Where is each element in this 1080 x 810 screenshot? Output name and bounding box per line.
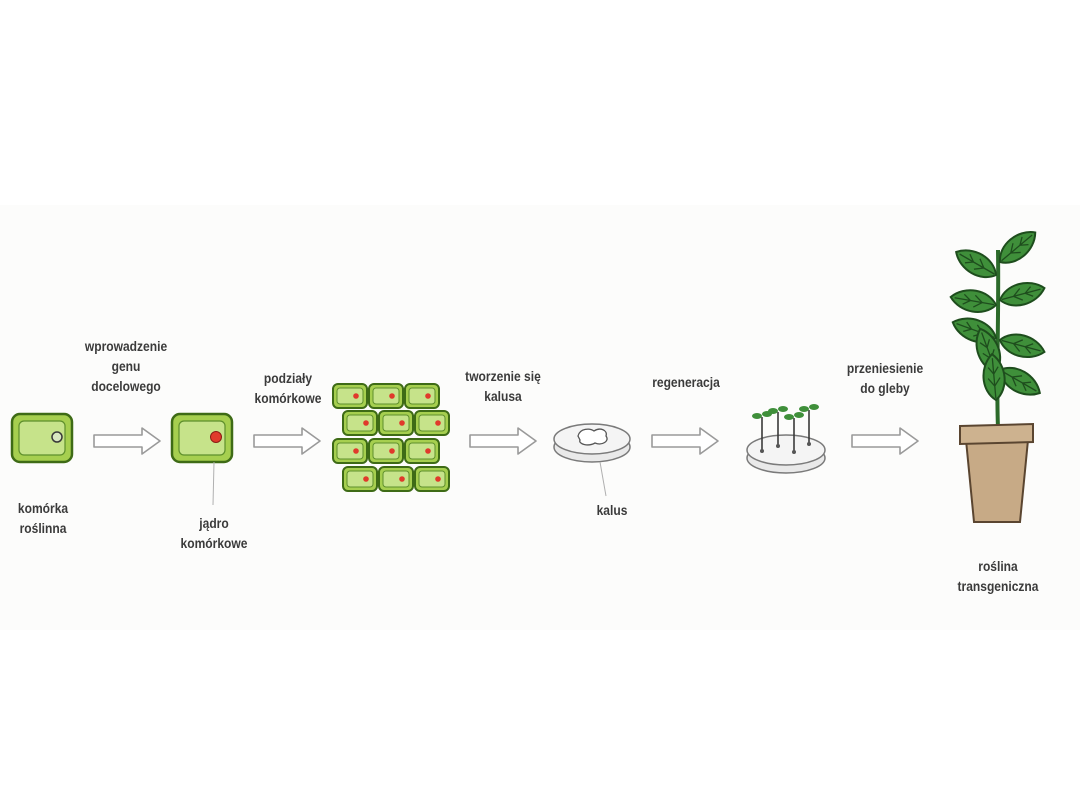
transformed-cell-icon bbox=[170, 412, 234, 506]
arrow-5-icon bbox=[851, 427, 919, 455]
label-cell-division: podziały komórkowe bbox=[254, 370, 322, 406]
label-plant-cell: komórka roślinna bbox=[17, 500, 69, 536]
label-callus: kalus bbox=[596, 502, 628, 518]
label-regeneration: regeneracja bbox=[652, 374, 720, 390]
label-gene-introduction: wprowadzenie genu docelowego bbox=[84, 338, 168, 394]
potted-plant-icon bbox=[947, 223, 1049, 523]
petri-dish-callus-icon bbox=[553, 423, 631, 497]
label-cell-nucleus: jądro komórkowe bbox=[180, 515, 248, 551]
arrow-4-icon bbox=[651, 427, 719, 455]
plant-cell-icon bbox=[10, 412, 74, 464]
arrow-2-icon bbox=[253, 427, 321, 455]
label-soil-transfer: przeniesienie do gleby bbox=[846, 360, 924, 396]
arrow-3-icon bbox=[469, 427, 537, 455]
cell-cluster-icon bbox=[332, 383, 450, 492]
label-transgenic-plant: roślina transgeniczna bbox=[957, 558, 1039, 594]
label-callus-forming: tworzenie się kalusa bbox=[465, 368, 541, 404]
arrow-1-icon bbox=[93, 427, 161, 455]
regeneration-dish-icon bbox=[746, 403, 826, 474]
